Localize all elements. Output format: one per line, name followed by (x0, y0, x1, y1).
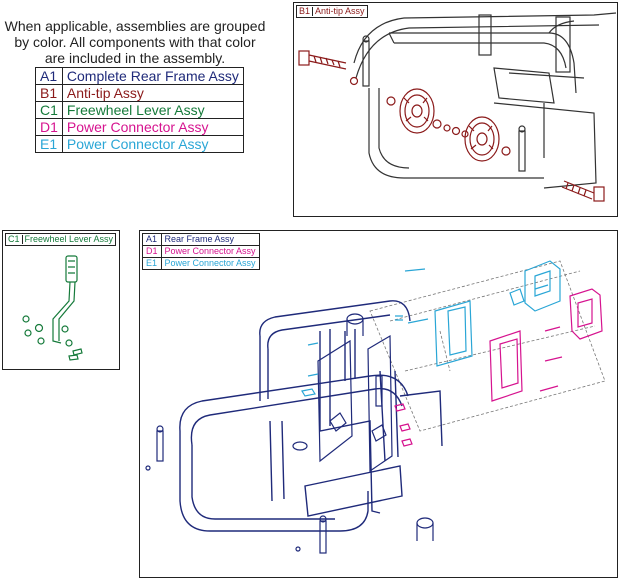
anti-tip-axle-parts (386, 96, 511, 156)
rear-frame-drawing (145, 260, 606, 554)
rear-frame-legend-label: Power Connector Assy (160, 257, 260, 270)
rear-frame-legend-row-e1: E1 Power Connector Assy (142, 257, 260, 270)
legend-row-e1: E1 Power Connector Assy (35, 135, 244, 153)
legend-code: D1 (35, 118, 63, 136)
legend-code: C1 (35, 101, 63, 119)
legend-row-a1: A1 Complete Rear Frame Assy (35, 67, 244, 85)
freewheel-lever-drawing (22, 255, 83, 361)
legend-row-c1: C1 Freewheel Lever Assy (35, 101, 244, 119)
rear-frame-legend: A1 Rear Frame Assy D1 Power Connector As… (142, 233, 260, 270)
anti-tip-bolt-left (298, 50, 359, 86)
intro-text: When applicable, assemblies are grouped … (0, 18, 270, 66)
legend-label: Anti-tip Assy (61, 84, 244, 102)
legend-row-b1: B1 Anti-tip Assy (35, 84, 244, 102)
freewheel-lever-label: C1 Freewheel Lever Assy (5, 233, 117, 246)
intro-line-2: by color. All components with that color (14, 34, 256, 50)
rear-frame-legend-code: D1 (142, 245, 162, 258)
rear-frame-legend-code: E1 (142, 257, 162, 270)
frame-side-plate-right (367, 334, 393, 473)
rear-frame-legend-label: Rear Frame Assy (160, 233, 260, 246)
rear-frame-legend-row-a1: A1 Rear Frame Assy (142, 233, 260, 246)
rear-frame-tubes (179, 300, 443, 532)
anti-tip-wheel-2 (464, 116, 500, 162)
anti-tip-panel: B1 Anti-tip Assy (293, 2, 618, 217)
freewheel-lever-label-code: C1 (8, 234, 20, 244)
anti-tip-drawing (298, 12, 617, 202)
freewheel-lever-panel: C1 Freewheel Lever Assy (2, 230, 120, 370)
anti-tip-label-code: B1 (299, 6, 311, 16)
legend-code: B1 (35, 84, 63, 102)
legend-code: E1 (35, 135, 63, 153)
power-connector-d1 (394, 288, 603, 447)
power-connector-e1 (301, 260, 561, 397)
legend-code: A1 (35, 67, 63, 85)
intro-line-1: When applicable, assemblies are grouped (4, 18, 266, 34)
freewheel-lever-label-text: Freewheel Lever Assy (24, 234, 114, 244)
rear-frame-legend-row-d1: D1 Power Connector Assy (142, 245, 260, 258)
legend-label: Freewheel Lever Assy (61, 101, 244, 119)
legend-row-d1: D1 Power Connector Assy (35, 118, 244, 136)
intro-line-3: are included in the assembly. (44, 50, 226, 66)
anti-tip-wheel-1 (399, 88, 435, 134)
anti-tip-label-text: Anti-tip Assy (315, 6, 365, 16)
frame-side-plate-left (317, 339, 353, 463)
assembly-color-legend: A1 Complete Rear Frame Assy B1 Anti-tip … (35, 67, 244, 153)
rear-frame-legend-code: A1 (142, 233, 162, 246)
legend-label: Complete Rear Frame Assy (61, 67, 244, 85)
rear-frame-panel: A1 Rear Frame Assy D1 Power Connector As… (139, 230, 618, 578)
legend-label: Power Connector Assy (61, 135, 244, 153)
legend-label: Power Connector Assy (61, 118, 244, 136)
anti-tip-label: B1 Anti-tip Assy (296, 5, 368, 18)
rear-frame-legend-label: Power Connector Assy (160, 245, 260, 258)
anti-tip-bolt-right (561, 180, 605, 202)
